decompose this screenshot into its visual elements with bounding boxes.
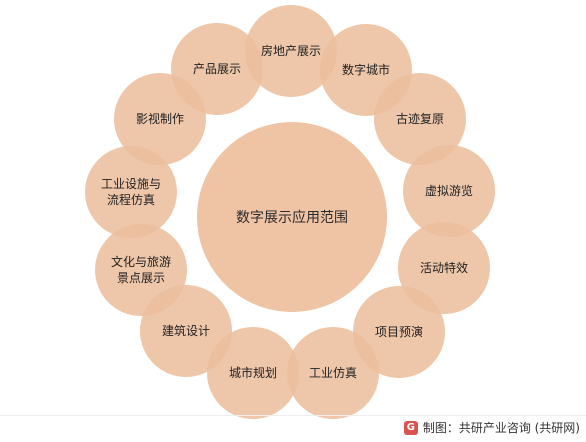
node-label: 房地产展示: [260, 44, 321, 58]
brand-logo-icon: G: [403, 420, 418, 435]
node-label: 虚拟游览: [424, 184, 473, 198]
node-label: 项目预演: [374, 325, 423, 339]
node-label: 活动特效: [419, 261, 468, 275]
node-label: 工业设施与 流程仿真: [100, 177, 161, 207]
node-label: 建筑设计: [161, 324, 210, 338]
node-label: 文化与旅游 景点展示: [110, 255, 171, 285]
node-label: 数字城市: [341, 63, 390, 77]
divider: [0, 415, 586, 416]
node-virtual-tour: 虚拟游览: [403, 145, 495, 237]
node-digital-city: 数字城市: [320, 24, 412, 116]
node-label: 影视制作: [135, 112, 184, 126]
source-text: 制图：共研产业咨询 (共研网): [422, 421, 580, 435]
node-label: 产品展示: [192, 62, 241, 76]
center-circle: 数字展示应用范围: [197, 122, 387, 312]
center-label: 数字展示应用范围: [236, 210, 348, 226]
node-label: 工业仿真: [308, 366, 357, 380]
node-industrial-simulation: 工业仿真: [287, 327, 379, 419]
node-label: 古迹复原: [395, 112, 444, 126]
node-product-display: 产品展示: [171, 23, 263, 115]
node-label: 城市规划: [228, 366, 277, 380]
node-culture-tourism: 文化与旅游 景点展示: [95, 224, 187, 316]
source-footer: G 制图：共研产业咨询 (共研网): [403, 419, 580, 436]
